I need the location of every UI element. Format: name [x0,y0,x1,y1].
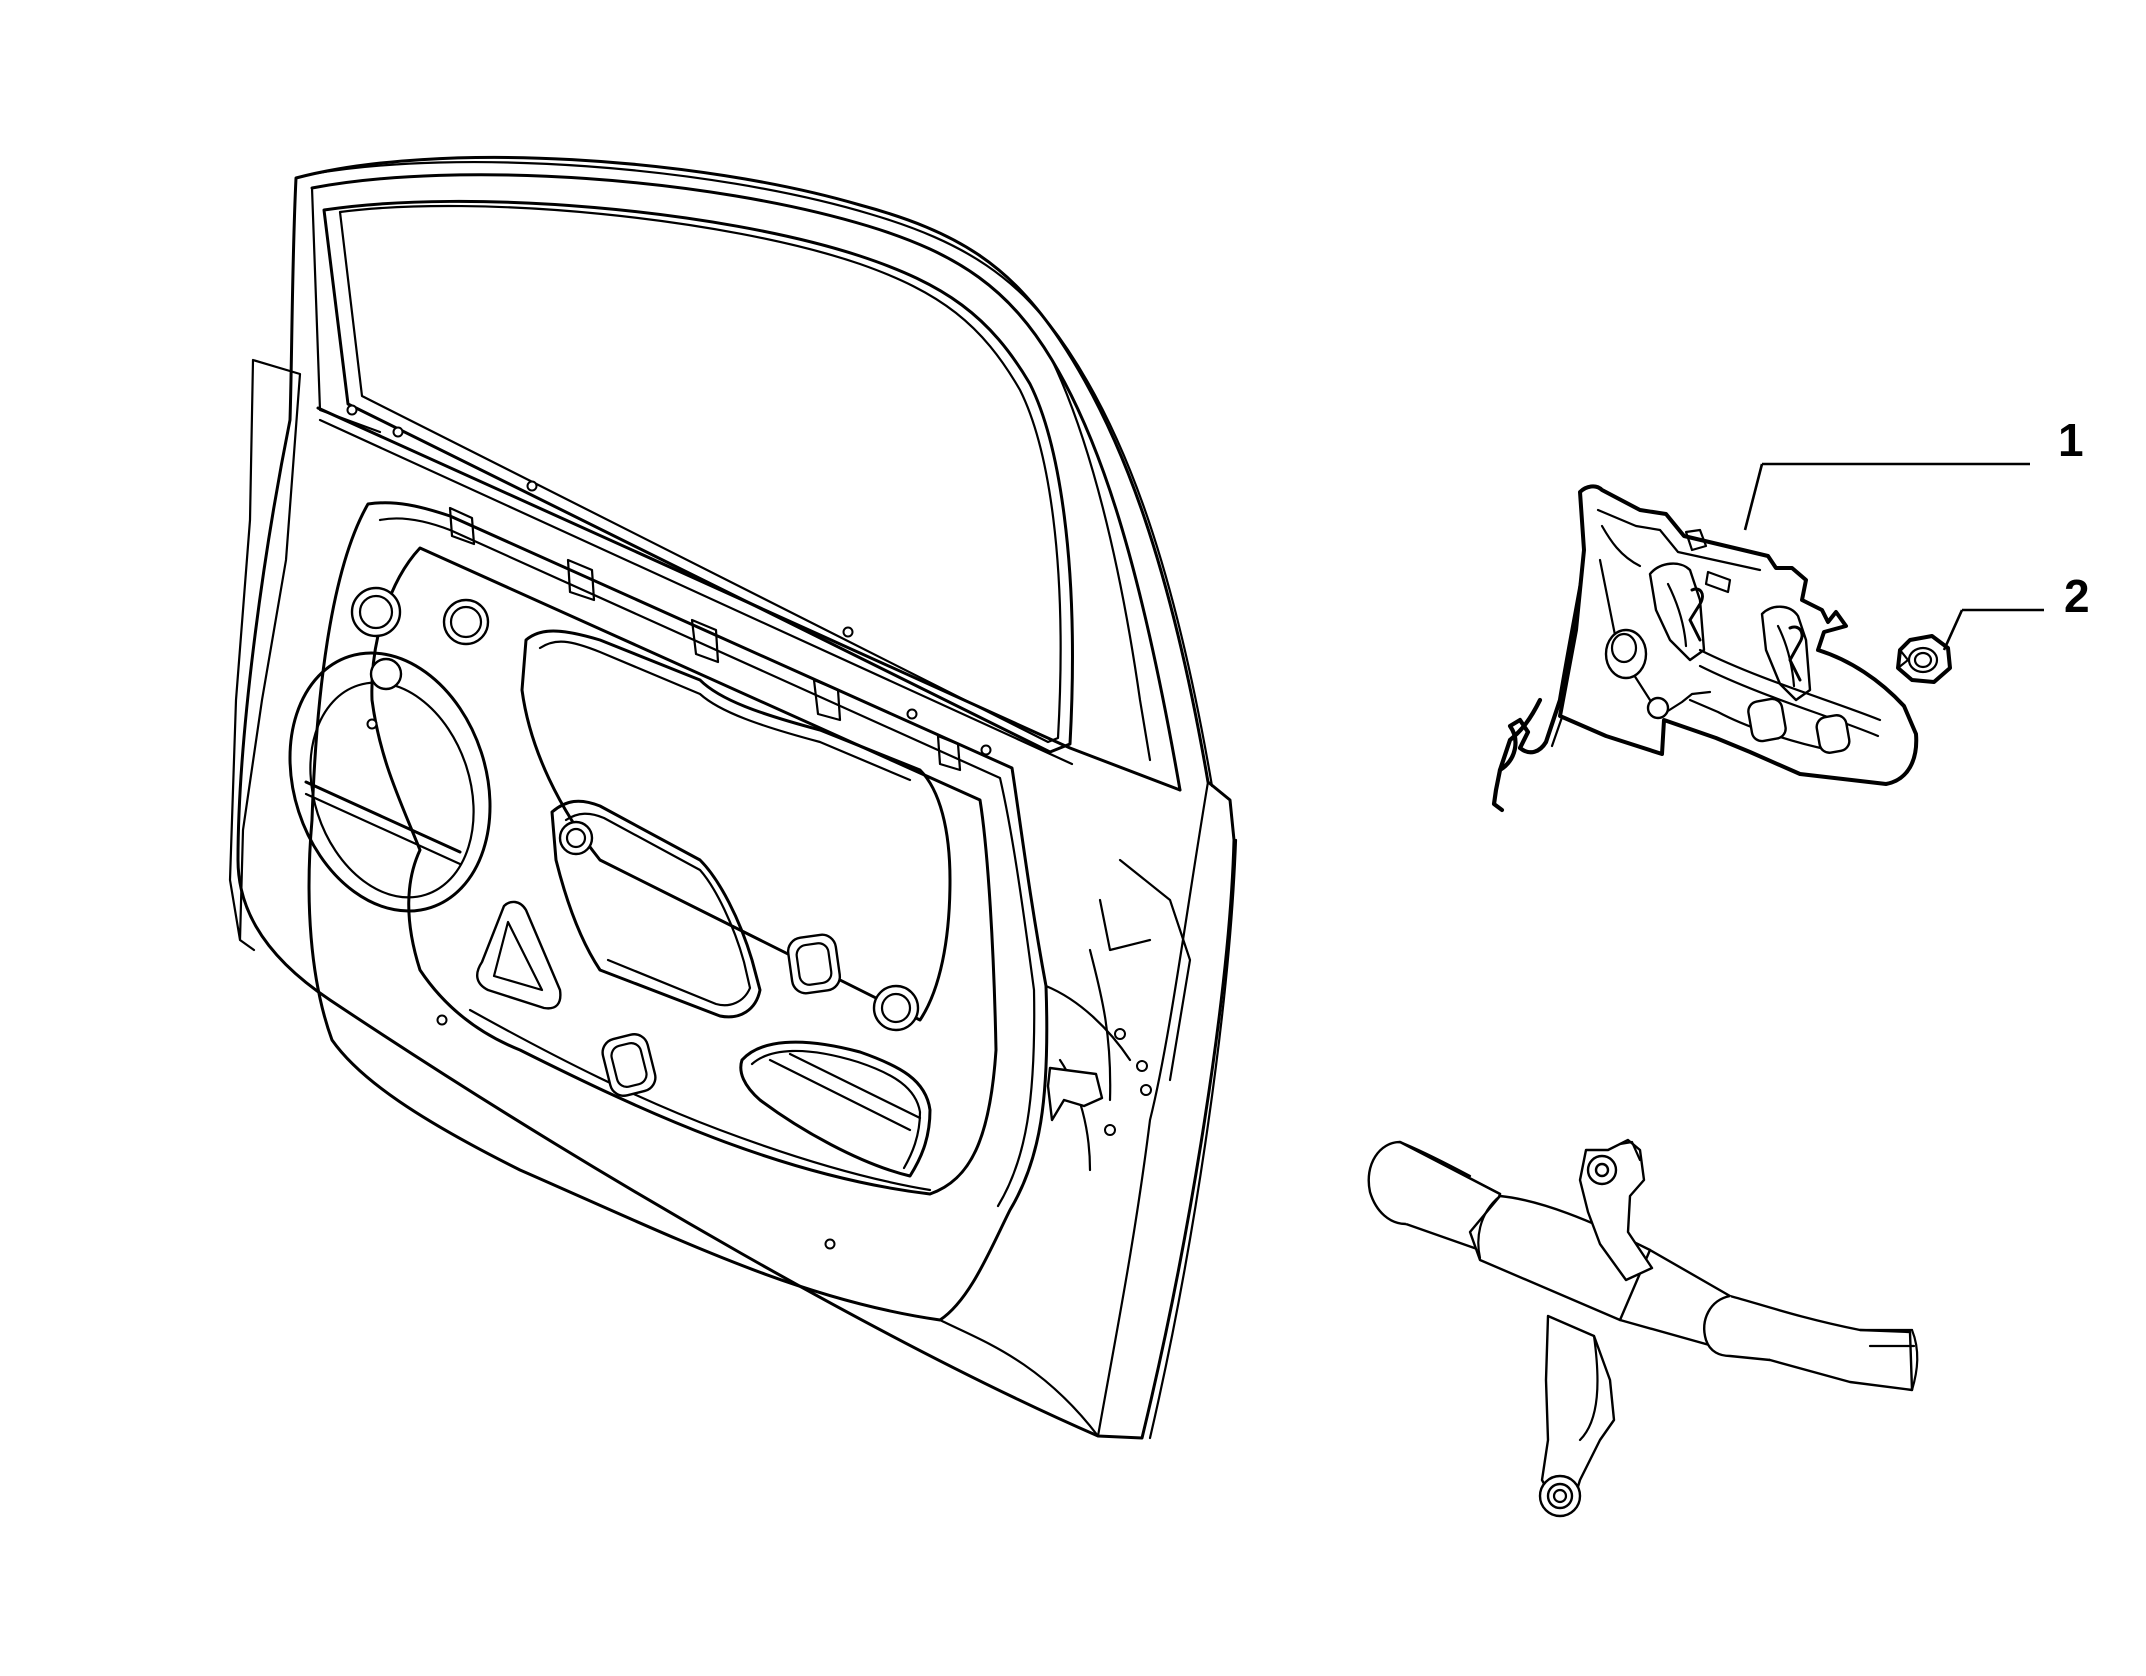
door-shell [228,155,1238,1440]
callout-label-2: 2 [2064,570,2090,622]
door-handle-assembly [1491,484,1919,813]
leader-line-2 [1942,609,1964,651]
hex-nut [1896,634,1952,684]
callout-2: 2 [1942,570,2090,651]
callout-label-1: 1 [2058,414,2084,466]
callout-1: 1 [1743,414,2084,531]
door-check-strap [1367,1138,1919,1518]
leader-line-1 [1743,463,1764,531]
